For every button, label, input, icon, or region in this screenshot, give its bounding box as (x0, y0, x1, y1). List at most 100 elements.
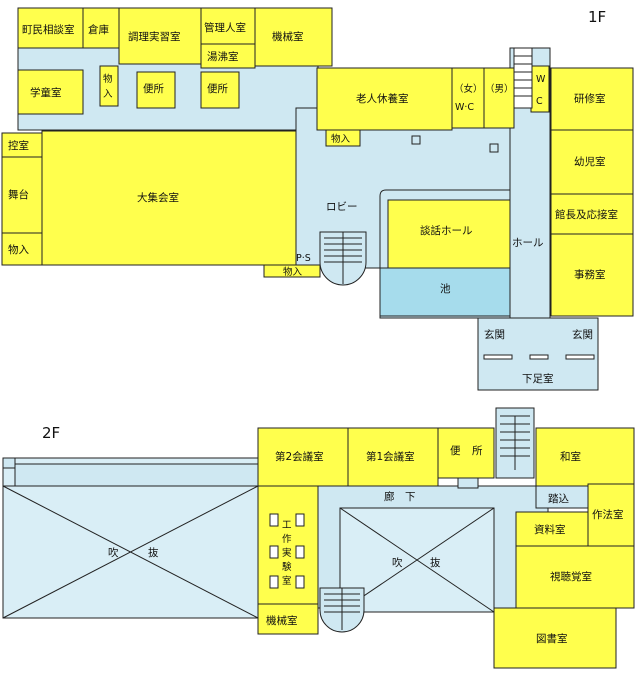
door-1 (483, 354, 513, 360)
room-monoire-4 (263, 264, 321, 278)
lobby-wall (379, 189, 510, 268)
room-gakudo (17, 69, 84, 115)
room-yoji (550, 129, 634, 195)
room-shiryo (515, 511, 589, 547)
room-wc-women (451, 67, 485, 129)
label-monoire-2: 物入 (331, 133, 351, 145)
room-daishukai (41, 130, 297, 266)
room-benjo-2 (200, 71, 240, 109)
label-fuki-1: 吹 (108, 546, 119, 559)
room-yufutsu (200, 43, 256, 69)
label-fumikomi: 踏込 (548, 492, 569, 505)
label-yufutsu: 湯沸室 (207, 50, 239, 63)
label-hikae: 控室 (8, 139, 29, 152)
label-kosaku-5: 室 (282, 575, 292, 587)
room-washitsu (535, 427, 635, 487)
label-butai: 舞台 (8, 188, 29, 201)
pond (379, 267, 511, 317)
label-yoji: 幼児室 (574, 155, 606, 168)
label-onna: （女） (454, 83, 483, 95)
label-gakudo: 学童室 (30, 86, 62, 99)
room-benjo-2f (437, 427, 495, 479)
room-chomin-sodan (17, 7, 84, 49)
room-kenshu (550, 67, 634, 131)
room-kikai-1f (254, 7, 333, 67)
room-monoire-2 (325, 129, 361, 147)
label-kosaku-1: 工 (282, 520, 292, 531)
label-washitsu: 和室 (560, 450, 581, 463)
label-nuke-2: 抜 (430, 556, 441, 569)
pillar-2 (489, 143, 499, 153)
room-kancho (550, 193, 634, 235)
label-ike: 池 (440, 282, 451, 295)
label-monoire-1-a: 物 (103, 73, 113, 85)
label-kaigi1: 第1会議室 (366, 450, 415, 463)
label-monoire-3: 物入 (8, 243, 29, 256)
label-benjo-2: 便所 (207, 82, 228, 95)
label-sho: 所 (472, 445, 483, 457)
label-otoko: （男） (485, 83, 514, 95)
room-sahou (587, 483, 635, 547)
label-shichokaku: 視聴覚室 (550, 570, 592, 583)
label-hall: ホール (512, 237, 544, 249)
room-danwa-hall (387, 199, 511, 269)
label-c: C (536, 96, 543, 107)
label-danwa-hall: 談話ホール (420, 224, 473, 237)
label-benjo-1: 便所 (143, 82, 164, 95)
label-sahou: 作法室 (592, 508, 624, 521)
label-tosho: 図書室 (536, 632, 568, 645)
label-genkan-2: 玄関 (572, 328, 593, 341)
room-butai (1, 156, 43, 234)
room-kaigi2 (257, 427, 349, 487)
label-kosaku-4: 験 (282, 561, 292, 573)
stair-2f-round (319, 587, 365, 633)
stair-2f-upper (495, 407, 535, 479)
label-nuke-1: 抜 (148, 546, 159, 559)
room-benjo-1 (136, 71, 176, 109)
label-shiryo: 資料室 (534, 523, 566, 536)
room-wc-men (483, 67, 515, 129)
label-daishukai: 大集会室 (137, 191, 179, 204)
stair-1f-upper (513, 47, 533, 109)
label-soko: 倉庫 (88, 23, 109, 36)
room-kikai-2f (257, 603, 319, 635)
label-kancho: 館長及応接室 (555, 208, 618, 221)
void-center (339, 507, 495, 613)
label-kikai-1f: 機械室 (272, 30, 304, 43)
room-tosho (493, 607, 617, 669)
room-kosaku (257, 485, 319, 605)
room-soko (82, 7, 120, 49)
label-kosaku-2: 作 (282, 533, 292, 545)
pillar-1 (411, 135, 421, 145)
label-monoire-1-b: 入 (103, 89, 113, 100)
benjo-entry (457, 477, 479, 489)
kosaku-tables (269, 513, 305, 589)
label-jimu: 事務室 (574, 268, 606, 281)
label-genkan-1: 玄関 (484, 328, 505, 341)
room-monoire-1 (99, 65, 119, 107)
label-wc: W·C (455, 102, 474, 113)
floor-label-1f: 1F (588, 8, 606, 26)
label-kenshu: 研修室 (574, 92, 606, 105)
void-left (2, 457, 259, 619)
label-lobby: ロビー (326, 201, 358, 213)
label-kanrinin: 管理人室 (204, 21, 246, 34)
label-gesoku: 下足室 (522, 372, 554, 385)
room-chori-jisshu (118, 7, 202, 65)
label-ben: 便 (450, 444, 461, 457)
door-2 (529, 354, 549, 360)
label-rojin-kyuyo: 老人休養室 (356, 92, 409, 105)
label-roka: 廊 下 (384, 490, 416, 503)
room-kaigi1 (347, 427, 439, 487)
label-kaigi2: 第2会議室 (275, 450, 324, 463)
label-ps: P·S (296, 253, 311, 264)
label-fuki-2: 吹 (392, 556, 403, 569)
label-monoire-4: 物入 (283, 266, 303, 278)
label-w: W (536, 74, 546, 85)
stair-1f-round (319, 231, 367, 286)
floor-label-2f: 2F (42, 424, 60, 442)
label-kikai-2f: 機械室 (266, 614, 298, 627)
room-shichokaku (515, 545, 635, 609)
label-chomin-sodan: 町民相談室 (22, 23, 75, 36)
